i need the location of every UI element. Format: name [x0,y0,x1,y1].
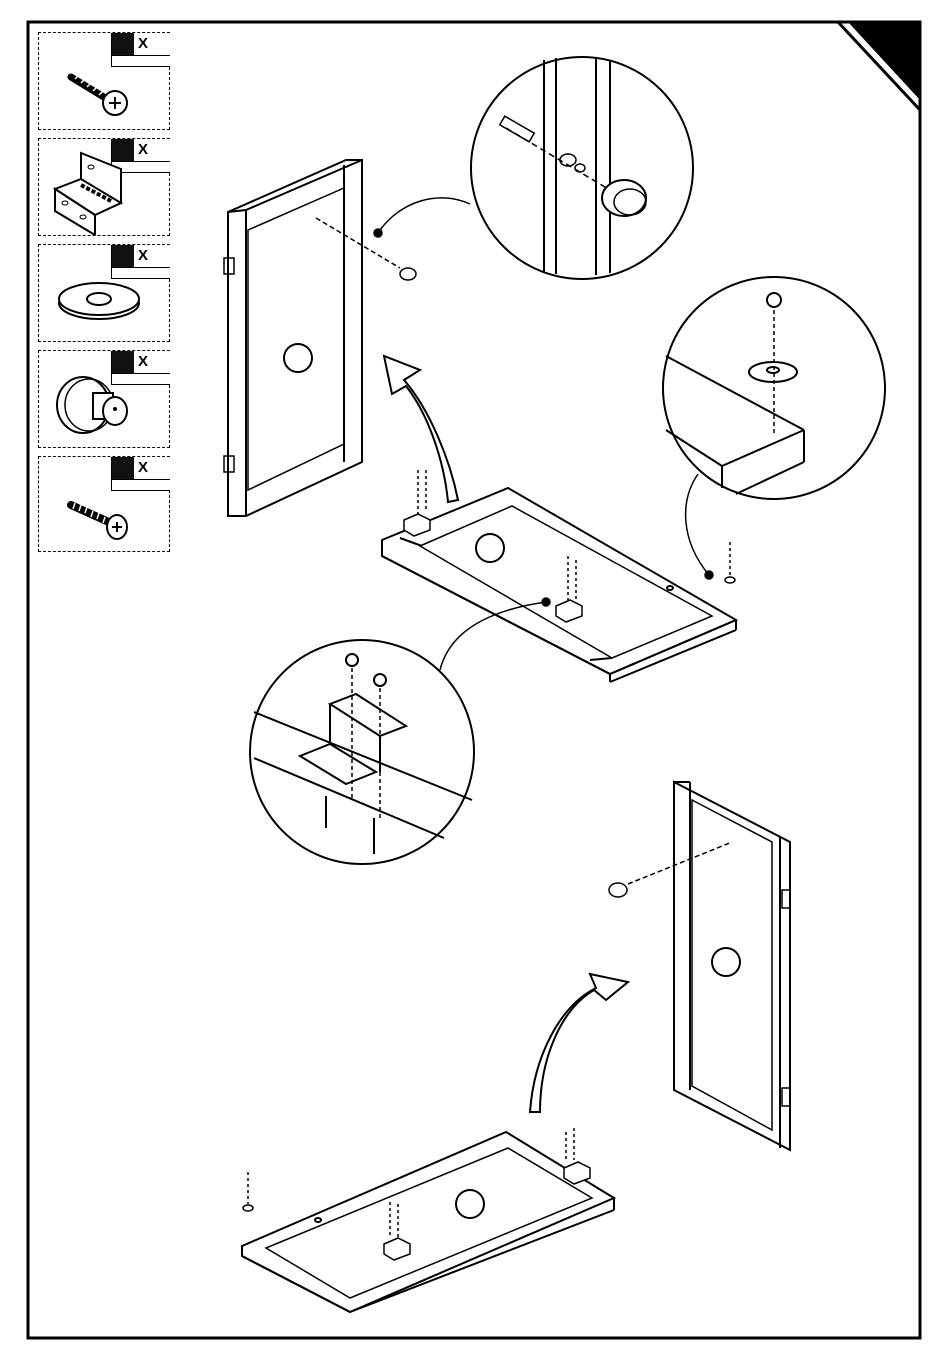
qty-multiplier: X [138,459,148,477]
qty-label: X [111,457,170,491]
part-box-machine-bolt: X [38,456,170,552]
qty-swatch [112,245,134,267]
qty-multiplier: X [138,353,148,371]
knob-right-door [609,842,732,897]
qty-multiplier: X [138,35,148,53]
corner-tab-icon [838,22,920,110]
zoom-hinge-detail [250,640,474,864]
part-box-wood-screw: X [38,32,170,130]
part-box-knob: X [38,350,170,448]
zoom-washer-detail [663,277,885,499]
knob-left-door [316,198,470,280]
part-box-hinge: X [38,138,170,236]
wood-screw-icon [67,69,137,119]
qty-swatch [112,33,134,55]
door-panel-left [224,160,362,516]
door-panel-lying-1 [382,488,736,682]
qty-label: X [111,33,170,67]
qty-multiplier: X [138,247,148,265]
machine-bolt-icon [67,495,137,545]
rotate-arrow-1 [384,356,458,502]
qty-swatch [112,351,134,373]
door-panel-right [674,782,790,1150]
qty-label: X [111,245,170,279]
connector-washer [686,474,713,579]
zoom-knob-detail [471,57,693,279]
qty-multiplier: X [138,141,148,159]
part-box-washer: X [38,244,170,342]
knob-washer-icon [55,277,145,327]
door-panel-lying-2 [242,1132,614,1312]
hinge-icon [51,151,131,235]
rotate-arrow-2 [530,974,628,1112]
qty-swatch [112,457,134,479]
knob-icon [53,373,133,443]
